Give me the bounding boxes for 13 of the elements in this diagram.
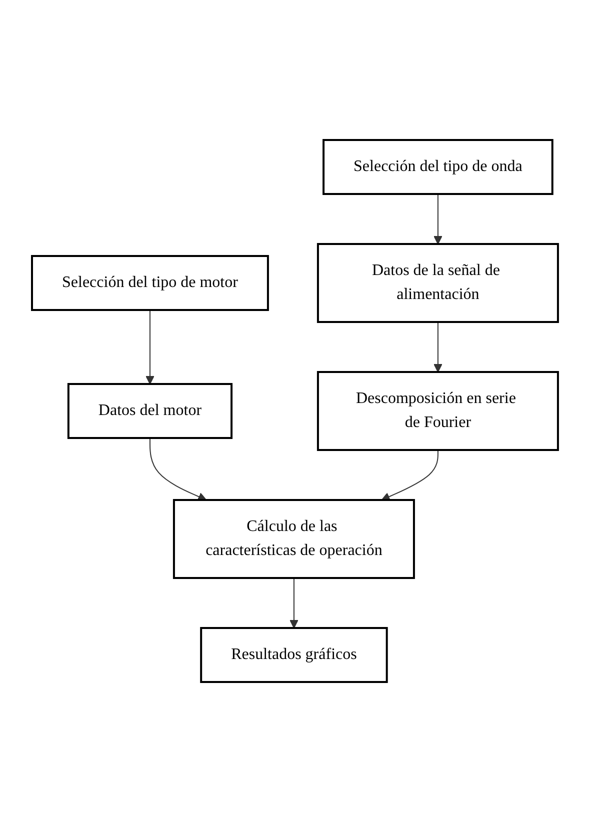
arrow — [145, 309, 154, 384]
node-box: Resultados gráficos — [200, 626, 388, 682]
node-box: Datos de la señal de alimentación — [316, 242, 558, 322]
arrow — [433, 193, 442, 244]
arrow — [433, 321, 442, 372]
node-box: Cálculo de las características de operación — [172, 498, 414, 578]
node-box: Descomposición en serie de Fourier — [316, 370, 558, 450]
arrow — [149, 437, 206, 500]
node-box: Selección del tipo de motor — [30, 254, 268, 310]
arrow — [380, 449, 438, 500]
node-box: Selección del tipo de onda — [322, 138, 553, 194]
node-box: Datos del motor — [66, 382, 232, 438]
arrow — [289, 577, 298, 628]
